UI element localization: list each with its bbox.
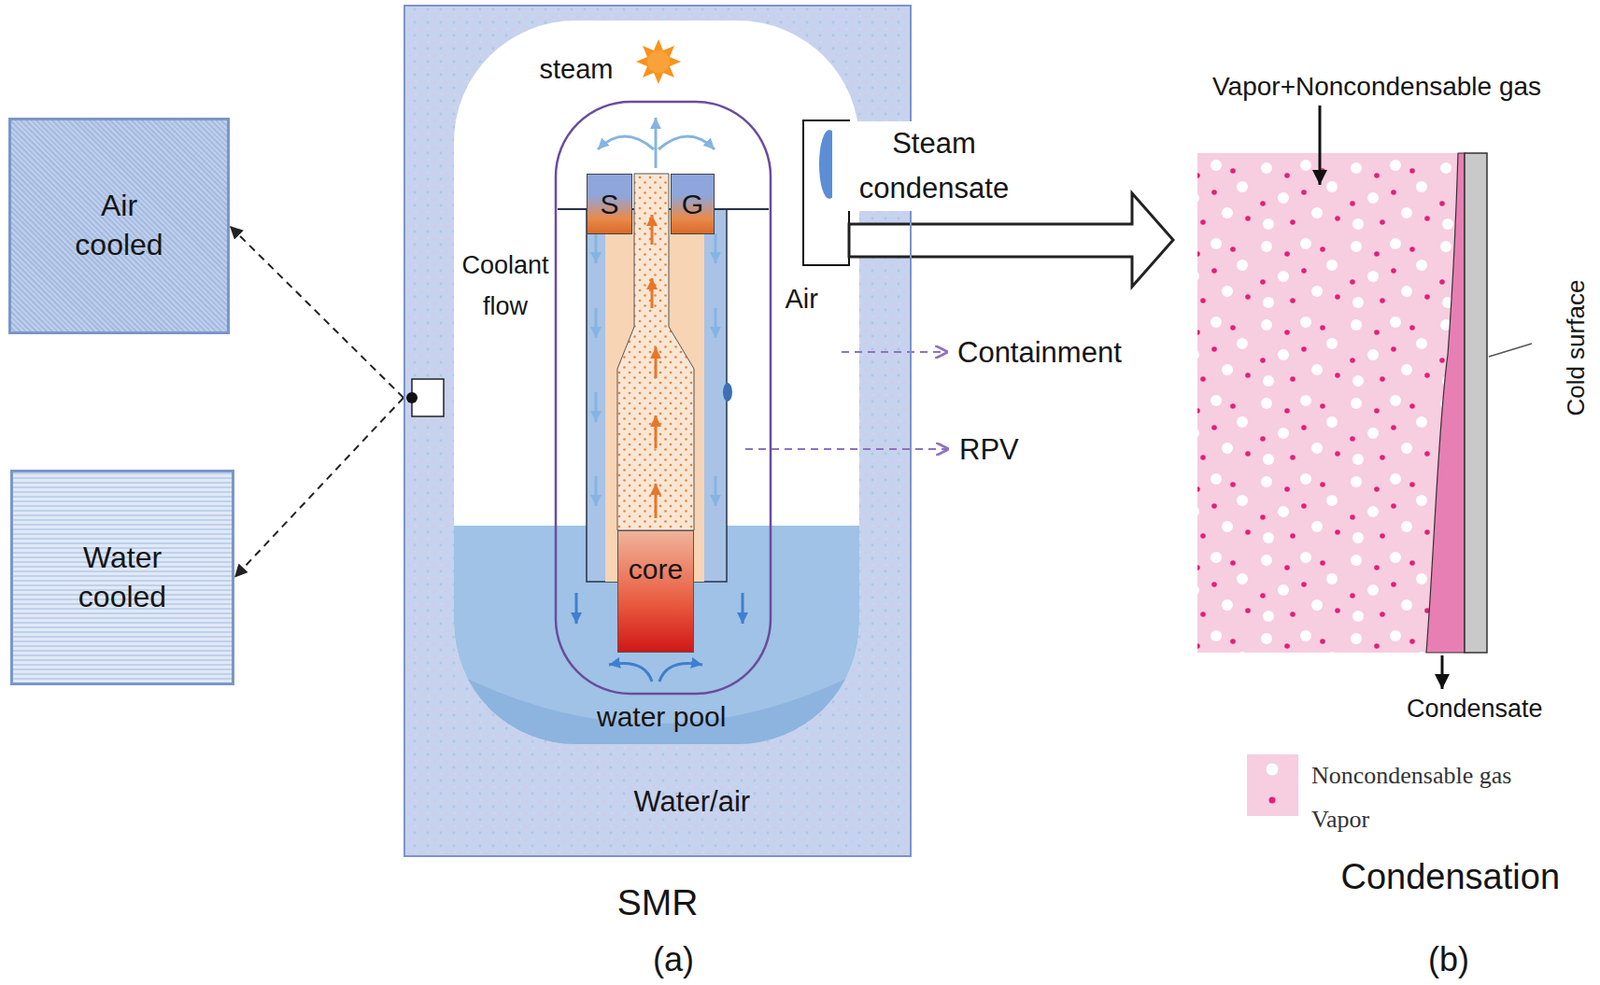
inflow-arrow <box>1318 105 1322 185</box>
legend-swatch <box>1246 785 1299 817</box>
flow-arrow <box>714 476 718 507</box>
region-label: water pool <box>596 700 726 735</box>
flow-arrow <box>654 347 658 379</box>
sun-rays <box>636 39 681 85</box>
callout-label: Containment <box>957 335 1122 370</box>
reactor-core: core <box>617 530 694 653</box>
top-flow-arrow <box>658 136 715 150</box>
steam-generator-box: S <box>586 173 633 235</box>
flow-arrow <box>594 233 598 264</box>
leader-arrow <box>745 448 949 451</box>
condensate-film <box>1426 153 1465 653</box>
pool-bottom <box>453 672 860 745</box>
steam-icon <box>636 39 681 85</box>
flow-arrow <box>714 308 718 339</box>
node-text: G <box>681 185 704 223</box>
steam-generator-box: G <box>670 173 715 235</box>
leader-arrow <box>841 351 949 354</box>
region-label: Air <box>785 283 819 316</box>
cooling-option-box: Water cooled <box>10 469 235 686</box>
cooling-option-box: Air cooled <box>8 117 230 335</box>
node-text: core <box>628 551 683 588</box>
legend-gas-dot <box>1265 763 1279 777</box>
bottom-flow-arrow <box>608 663 652 682</box>
flow-arrow <box>654 483 658 519</box>
legend-text: Noncondensable gas <box>1311 761 1512 791</box>
dashed-connector <box>229 226 404 398</box>
rpv-outline <box>555 101 771 694</box>
part-label: steam <box>539 53 614 86</box>
part-label: Coolant flow <box>453 244 558 327</box>
node-text: S <box>599 185 619 223</box>
flow-arrow <box>594 392 598 423</box>
legend-swatch <box>1246 754 1299 786</box>
flow-arrow <box>594 476 598 507</box>
panel-caption: Condensation <box>1341 856 1561 900</box>
legend-text: Vapor <box>1311 805 1370 835</box>
region-label: Water/air <box>634 784 751 820</box>
flow-arrow <box>594 308 598 339</box>
flow-arrows <box>651 214 656 519</box>
vapor-gas-region <box>1197 153 1465 653</box>
leader-line <box>1488 343 1532 357</box>
part-label: Cold surface <box>1561 279 1591 416</box>
flow-arrow <box>714 233 718 264</box>
flow-arrow <box>651 214 654 245</box>
flow-arrow <box>654 117 658 169</box>
panel-letter: (b) <box>1428 939 1470 980</box>
flow-label: Vapor+Noncondensable gas <box>1212 70 1542 103</box>
drain-arrow <box>1441 655 1445 690</box>
dashed-connector <box>234 397 404 579</box>
flow-arrow <box>741 593 745 624</box>
pool-water <box>453 525 860 745</box>
water-pool <box>453 525 860 745</box>
legend-vapor-dot <box>1269 797 1276 805</box>
top-flow-arrow <box>597 136 654 150</box>
flow-arrow <box>654 415 658 449</box>
droplet <box>722 382 733 402</box>
port-dot <box>406 392 418 404</box>
callout-label: RPV <box>959 432 1020 468</box>
panel-letter: (a) <box>652 939 694 980</box>
flow-arrow <box>575 593 579 624</box>
flow-arrow <box>651 278 654 309</box>
figure-heading: SMR <box>405 879 910 928</box>
node-text: Water cooled <box>66 538 179 617</box>
part-label: Steam condensate <box>832 121 1036 212</box>
node-text: Air cooled <box>63 186 176 265</box>
bottom-flow-arrow <box>659 663 703 682</box>
cold-plate <box>1464 153 1487 653</box>
sun-core <box>647 50 670 73</box>
flow-label: Condensate <box>1406 693 1544 724</box>
